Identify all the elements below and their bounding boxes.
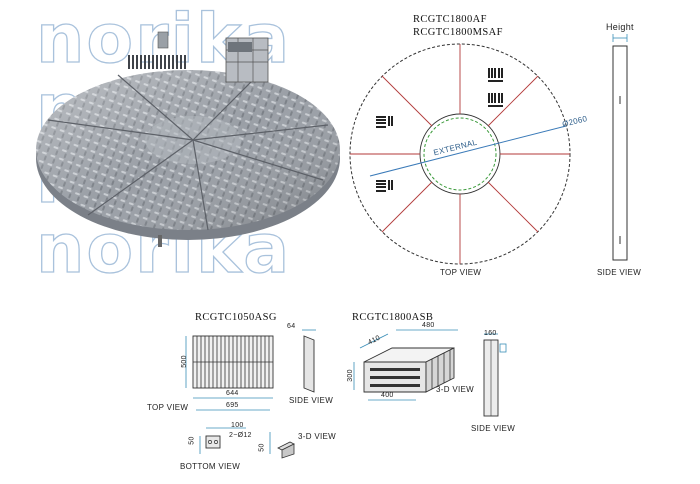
basket-side-view-label: SIDE VIEW: [471, 424, 516, 433]
grate-bottom-view: [199, 427, 246, 454]
grate-dim-side-width: 64: [287, 323, 296, 330]
grate-top-view: [185, 335, 274, 411]
grate-dim-height: 500: [180, 355, 188, 368]
grate-bracket-dim: 50: [258, 443, 266, 452]
grate-top-view-label: TOP VIEW: [147, 403, 189, 412]
grate-bottom-view-label: BOTTOM VIEW: [180, 462, 241, 471]
basket-dim-height: 300: [346, 369, 354, 382]
basket-3d-view-label: 3-D VIEW: [436, 385, 474, 394]
top-view-label: TOP VIEW: [440, 268, 482, 277]
grate-side-view: [302, 329, 316, 393]
basket-side-view: [483, 333, 507, 417]
grate-3d-view-label: 3-D VIEW: [298, 432, 336, 441]
grate-dim-outer-width: 695: [226, 402, 239, 409]
basket-3d-view: [353, 329, 458, 401]
top-view-diagram: [349, 43, 571, 265]
basket-dim-bottom: 400: [381, 392, 394, 399]
grate-side-view-label: SIDE VIEW: [289, 396, 334, 405]
grate-bottom-dim-holes: 2−Ø12: [229, 432, 252, 439]
grate-dim-inner-width: 644: [226, 390, 239, 397]
basket-model-title: RCGTC1800ASB: [352, 312, 434, 323]
model-title-af: RCGTC1800AF: [413, 14, 487, 25]
basket-dim-side: 160: [484, 330, 497, 337]
grate-model-title: RCGTC1050ASG: [195, 312, 277, 323]
grate-bracket-3d: [269, 432, 295, 459]
basket-dim-top: 480: [422, 322, 435, 329]
grate-bottom-dim-height: 50: [188, 436, 196, 445]
grate-bottom-dim-width: 100: [231, 422, 244, 429]
turntable-photo: [36, 31, 340, 247]
model-title-msaf: RCGTC1800MSAF: [413, 27, 503, 38]
height-label: Height: [606, 22, 634, 32]
side-view-top-label: SIDE VIEW: [597, 268, 642, 277]
side-view-tall: [612, 34, 628, 261]
